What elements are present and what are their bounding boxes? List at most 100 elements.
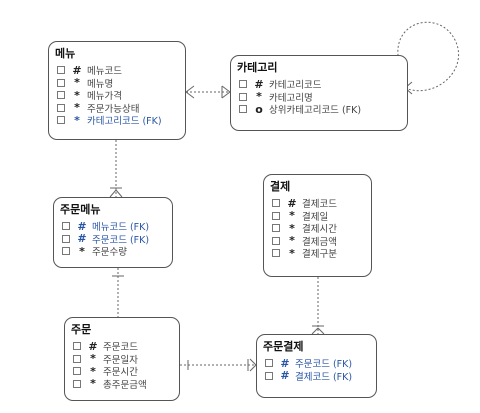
entity-title: 메뉴 [55,47,76,60]
checkbox-icon[interactable] [272,249,280,258]
identifier-mark: # [77,232,87,246]
entity-payment[interactable]: 결제 # 결제코드 * 결제일 * 결제시간 *결제금액 * 결제구분 [263,174,372,277]
attribute-row-fk[interactable]: # 주문코드 (FK) [62,232,150,246]
mandatory-mark: * [90,352,96,366]
attribute-row[interactable]: *총주문금액 [73,377,147,391]
mandatory-mark: * [256,90,262,104]
attribute-row-fk[interactable]: * 카테고리코드 (FK) [57,114,162,127]
checkbox-icon[interactable] [73,342,81,351]
entity-order[interactable]: 주문 #주문코드 *주문일자 *주문시간 *총주문금액 [64,317,180,401]
mandatory-mark: * [74,88,80,102]
checkbox-icon[interactable] [73,379,81,388]
identifier-mark: # [287,196,297,210]
checkbox-icon[interactable] [73,354,81,363]
attribute-list: # 주문코드 (FK) #결제코드 (FK) [265,357,352,383]
attribute-row-fk[interactable]: # 주문코드 (FK) [265,357,352,370]
entity-order-menu[interactable]: 주문메뉴 # 메뉴코드 (FK) # 주문코드 (FK) * 주문수량 [53,197,173,268]
checkbox-icon[interactable] [239,80,247,89]
mandatory-mark: * [289,221,295,235]
attribute-row[interactable]: * 결제구분 [272,247,337,260]
attribute-row[interactable]: # 카테고리코드 [239,78,361,91]
identifier-mark: # [254,77,264,91]
attribute-row[interactable]: # 주문코드 [73,340,147,353]
checkbox-icon[interactable] [57,116,65,125]
mandatory-mark: * [90,377,96,391]
crowfoot-ordermenu-top [109,187,123,198]
attribute-row[interactable]: *카테고리명 [239,90,361,104]
crowfoot-menu [185,85,195,99]
attribute-row[interactable]: * 주문수량 [62,245,149,258]
identifier-mark: # [72,63,82,77]
attribute-name: 결제일 [302,211,329,223]
identifier-mark: # [280,356,290,370]
checkbox-icon[interactable] [57,103,65,112]
attribute-name: 주문코드 [103,342,138,354]
attribute-list: # 결제코드 * 결제일 * 결제시간 *결제금액 * 결제구분 [272,197,337,260]
attribute-list: # 메뉴코드 (FK) # 주문코드 (FK) * 주문수량 [62,220,149,258]
attribute-row[interactable]: *메뉴명 [57,76,162,90]
attribute-row[interactable]: *메뉴가격 [57,89,162,102]
attribute-name: 주문코드 (FK) [92,234,150,246]
attribute-row[interactable]: *결제금액 [272,234,337,248]
checkbox-icon[interactable] [272,224,280,233]
optional-mark: o [255,102,263,116]
attribute-row[interactable]: #메뉴코드 [57,64,162,77]
attribute-name: 메뉴명 [87,78,114,90]
mandatory-mark: * [289,209,295,223]
attribute-row-fk[interactable]: # 메뉴코드 (FK) [62,220,149,233]
entity-menu[interactable]: 메뉴 #메뉴코드 *메뉴명 *메뉴가격 *주문가능상태 *카테고리코드 (FK) [48,41,186,140]
attribute-name: 주문가능상태 [87,103,140,115]
checkbox-icon[interactable] [272,211,280,220]
identifier-mark: # [77,219,87,233]
attribute-list: # 주문코드 * 주문일자 *주문시간 *총주문금액 [73,340,147,391]
crowfoot-category [221,85,231,99]
mandatory-mark: * [289,246,295,260]
identifier-mark: # [88,339,98,353]
attribute-row[interactable]: * 주문가능상태 [57,101,162,115]
checkbox-icon[interactable] [57,78,65,87]
attribute-list: #메뉴코드 *메뉴명 *메뉴가격 *주문가능상태 *카테고리코드 (FK) [57,64,162,127]
checkbox-icon[interactable] [62,222,70,231]
entity-title: 주문결제 [263,340,304,353]
checkbox-icon[interactable] [62,234,70,243]
attribute-row[interactable]: * 주문일자 [73,352,147,366]
entity-title: 결제 [270,180,291,193]
checkbox-icon[interactable] [265,371,273,380]
attribute-name: 결제시간 [302,224,337,236]
attribute-name: 카테고리코드 [269,80,322,92]
attribute-row[interactable]: * 결제일 [272,209,337,223]
checkbox-icon[interactable] [239,92,247,101]
attribute-name: 주문일자 [103,354,138,366]
attribute-name: 주문코드 (FK) [295,359,353,371]
mandatory-mark: * [79,244,85,258]
attribute-row[interactable]: * 결제시간 [272,222,337,235]
checkbox-icon[interactable] [73,367,81,376]
attribute-name: 결제코드 [302,199,337,211]
checkbox-icon[interactable] [62,247,70,256]
crowfoot-orderpayment-left [247,358,257,372]
checkbox-icon[interactable] [239,105,247,114]
checkbox-icon[interactable] [272,236,280,245]
attribute-row[interactable]: *주문시간 [73,365,147,378]
attribute-row[interactable]: o 상위카테고리코드 (FK) [239,103,361,116]
entity-order-payment[interactable]: 주문결제 # 주문코드 (FK) #결제코드 (FK) [256,334,377,398]
identifier-mark: # [280,369,290,383]
checkbox-icon[interactable] [57,66,65,75]
attribute-name: 메뉴코드 (FK) [92,222,150,234]
entity-title: 주문메뉴 [60,203,101,216]
checkbox-icon[interactable] [265,359,273,368]
attribute-name: 결제구분 [302,249,337,261]
attribute-name: 상위카테고리코드 (FK) [269,105,362,117]
rel-category-self-loop [397,21,460,92]
attribute-row-fk[interactable]: #결제코드 (FK) [265,369,352,383]
attribute-name: 주문수량 [92,247,127,259]
attribute-name: 카테고리코드 (FK) [87,116,162,128]
attribute-row[interactable]: # 결제코드 [272,197,337,210]
checkbox-icon[interactable] [272,199,280,208]
mandatory-mark: * [74,101,80,115]
checkbox-icon[interactable] [57,91,65,100]
attribute-name: 결제금액 [302,236,337,248]
mandatory-mark: * [74,113,80,127]
